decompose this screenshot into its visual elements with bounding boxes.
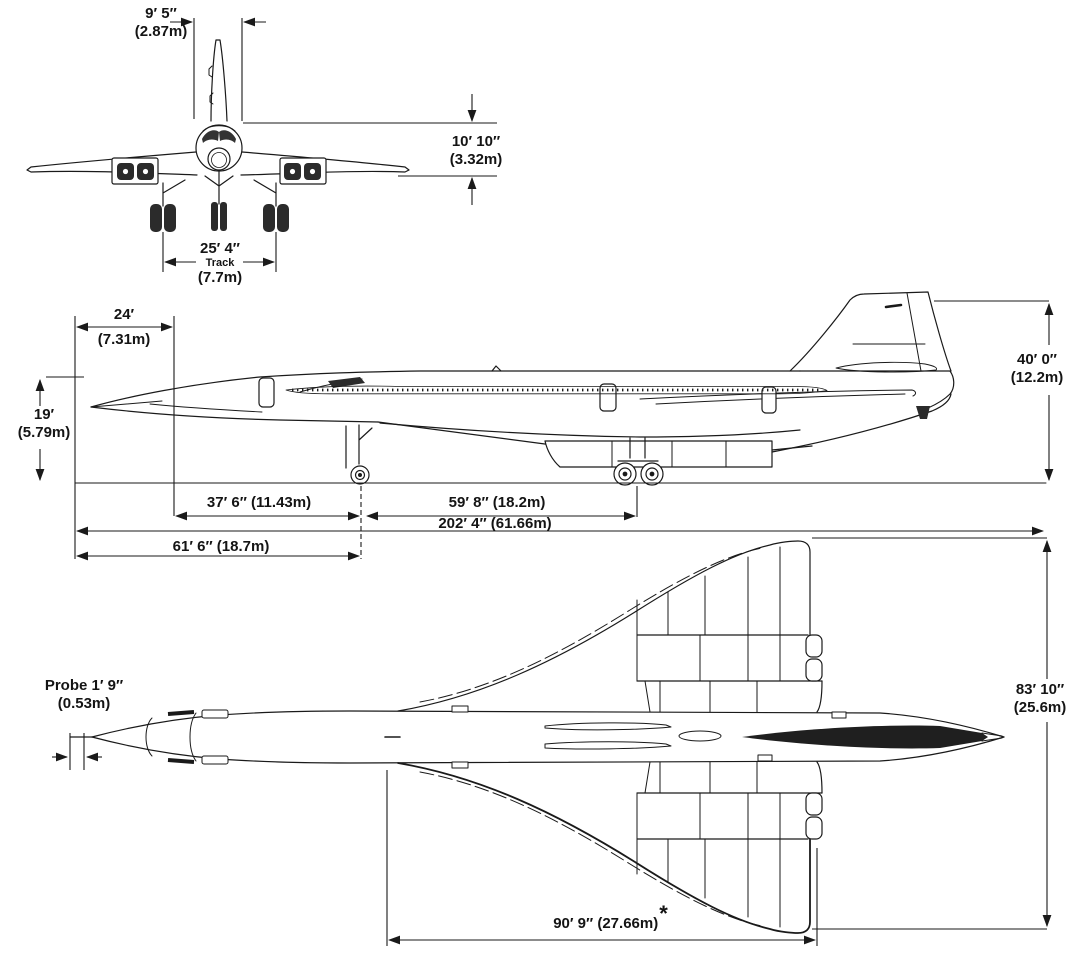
fuselage-height-feet: 10′ 10″ xyxy=(451,133,501,150)
tail-height-feet: 40′ 0″ xyxy=(1017,351,1057,368)
nose-height-feet: 19′ xyxy=(33,406,55,423)
dim-label-fuselage-height: 10′ 10″ (3.32m) xyxy=(430,133,522,168)
dim-label-nose-height: 19′ (5.79m) xyxy=(8,406,80,441)
dim-label-nose-section-feet: 24′ xyxy=(113,306,135,323)
front-view-dimension-lines xyxy=(162,17,497,272)
dim-label-wing-root-chord: 90′ 9″ (27.66m)* xyxy=(495,901,725,934)
dim-label-main-gear-track: 25′ 4″ Track (7.7m) xyxy=(180,240,260,286)
side-view-drawing xyxy=(74,291,1047,486)
wingspan-meters: (25.6m) xyxy=(1013,698,1067,716)
fuselage-height-meters: (3.32m) xyxy=(449,150,503,168)
wing-root-chord-footnote-marker: * xyxy=(659,901,668,926)
track-meters: (7.7m) xyxy=(197,268,243,286)
dim-label-wheelbase: 59′ 8″ (18.2m) xyxy=(448,494,546,511)
dim-label-tail-height: 40′ 0″ (12.2m) xyxy=(996,351,1078,386)
track-name: Track xyxy=(205,256,235,269)
plan-view-drawing xyxy=(69,540,1005,934)
front-view-drawing xyxy=(26,39,410,232)
dim-label-fuselage-width: 9′ 5″ (2.87m) xyxy=(122,5,200,40)
wing-root-chord-value: 90′ 9″ (27.66m) xyxy=(553,915,659,932)
wingspan-feet: 83′ 10″ xyxy=(1015,681,1065,698)
dim-label-wingspan: 83′ 10″ (25.6m) xyxy=(1000,681,1080,716)
dim-label-overall-length: 202′ 4″ (61.66m) xyxy=(438,515,552,532)
side-view-dimension-lines xyxy=(35,300,1054,561)
fuselage-width-meters: (2.87m) xyxy=(134,22,188,40)
dim-label-nose-to-nose-gear: 61′ 6″ (18.7m) xyxy=(172,538,270,555)
probe-meters: (0.53m) xyxy=(57,694,111,712)
fuselage-width-feet: 9′ 5″ xyxy=(145,5,177,22)
plan-view-dimension-lines xyxy=(52,537,1052,946)
dim-label-nose-section-meters: (7.31m) xyxy=(97,331,151,348)
nose-height-meters: (5.79m) xyxy=(17,423,71,441)
dim-label-nose-probe: Probe 1′ 9″ (0.53m) xyxy=(36,677,132,712)
tail-height-meters: (12.2m) xyxy=(1010,368,1064,386)
track-feet: 25′ 4″ xyxy=(200,240,240,257)
probe-label: Probe 1′ 9″ xyxy=(44,677,124,694)
dim-label-nose-ref-to-nose-gear: 37′ 6″ (11.43m) xyxy=(206,494,312,511)
